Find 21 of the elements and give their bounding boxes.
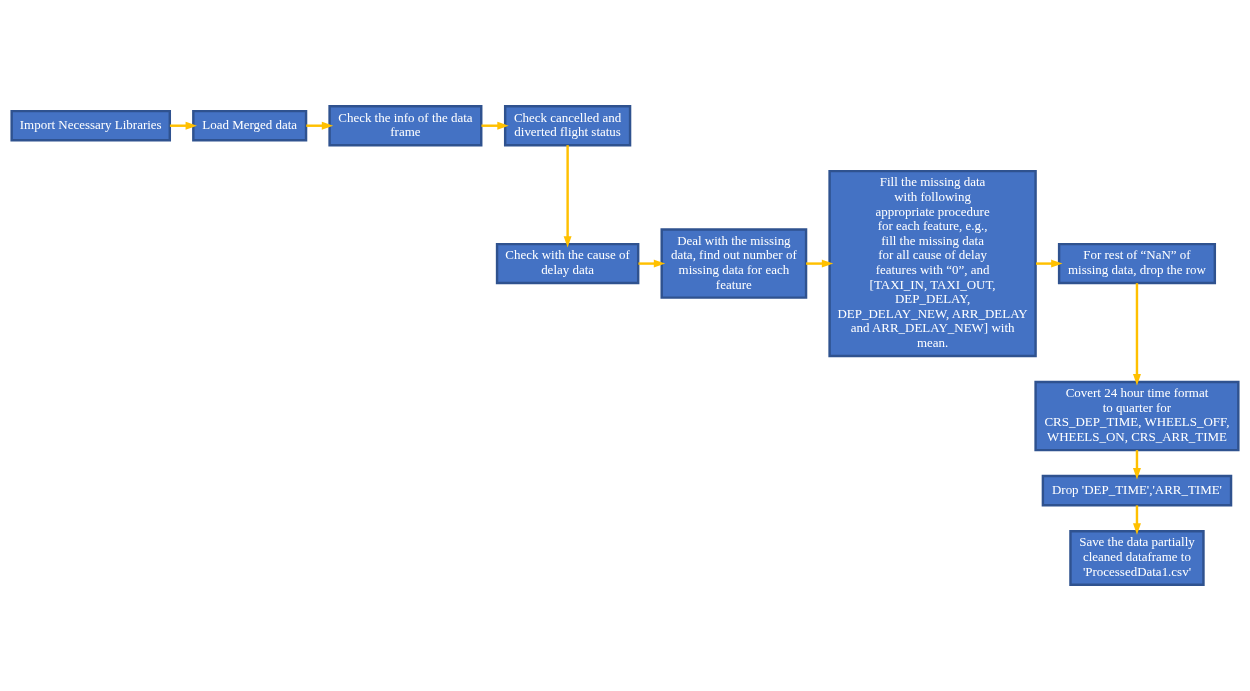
arrow: [1133, 450, 1141, 480]
node-box: Deal with the missing data, find out number of missing data for each feature: [660, 228, 808, 299]
arrow: [1133, 505, 1141, 535]
node-box: Covert 24 hour time format to quarter for CRS_DEP_TIME, WHEELS_OFF, WHEELS_ON, CRS_ARR_TIME: [1034, 380, 1240, 452]
arrow: [306, 121, 334, 130]
arrow: [563, 145, 572, 248]
arrow: [481, 121, 509, 130]
node-box: Fill the missing data with following appropriate procedure for each feature, e.g., fill the missing data for all cause of delay features with “0”, and [TAXI_IN, TAXI_OUT, DEP_DELAY, DEP_DELAY_NEW, ARR_DELAY and ARR_DELAY_NEW] with mean.: [828, 169, 1037, 358]
node-box: Save the data partially cleaned dataframe to 'ProcessedData1.csv': [1069, 530, 1205, 586]
arrow: [1133, 283, 1141, 386]
node-box: Check cancelled and diverted flight status: [503, 105, 632, 147]
node-box: Drop 'DEP_TIME','ARR_TIME': [1041, 474, 1233, 507]
arrow: [1036, 259, 1063, 268]
node-box: Load Merged data: [192, 109, 308, 142]
node-box: Check with the cause of delay data: [495, 242, 640, 285]
arrow: [169, 121, 197, 130]
arrow: [806, 259, 834, 268]
node-box: Import Necessary Libraries: [10, 109, 172, 142]
node-box: For rest of “NaN” of missing data, drop the row: [1057, 242, 1217, 285]
node-box: Check the info of the data frame: [328, 105, 483, 147]
arrow: [638, 259, 666, 268]
